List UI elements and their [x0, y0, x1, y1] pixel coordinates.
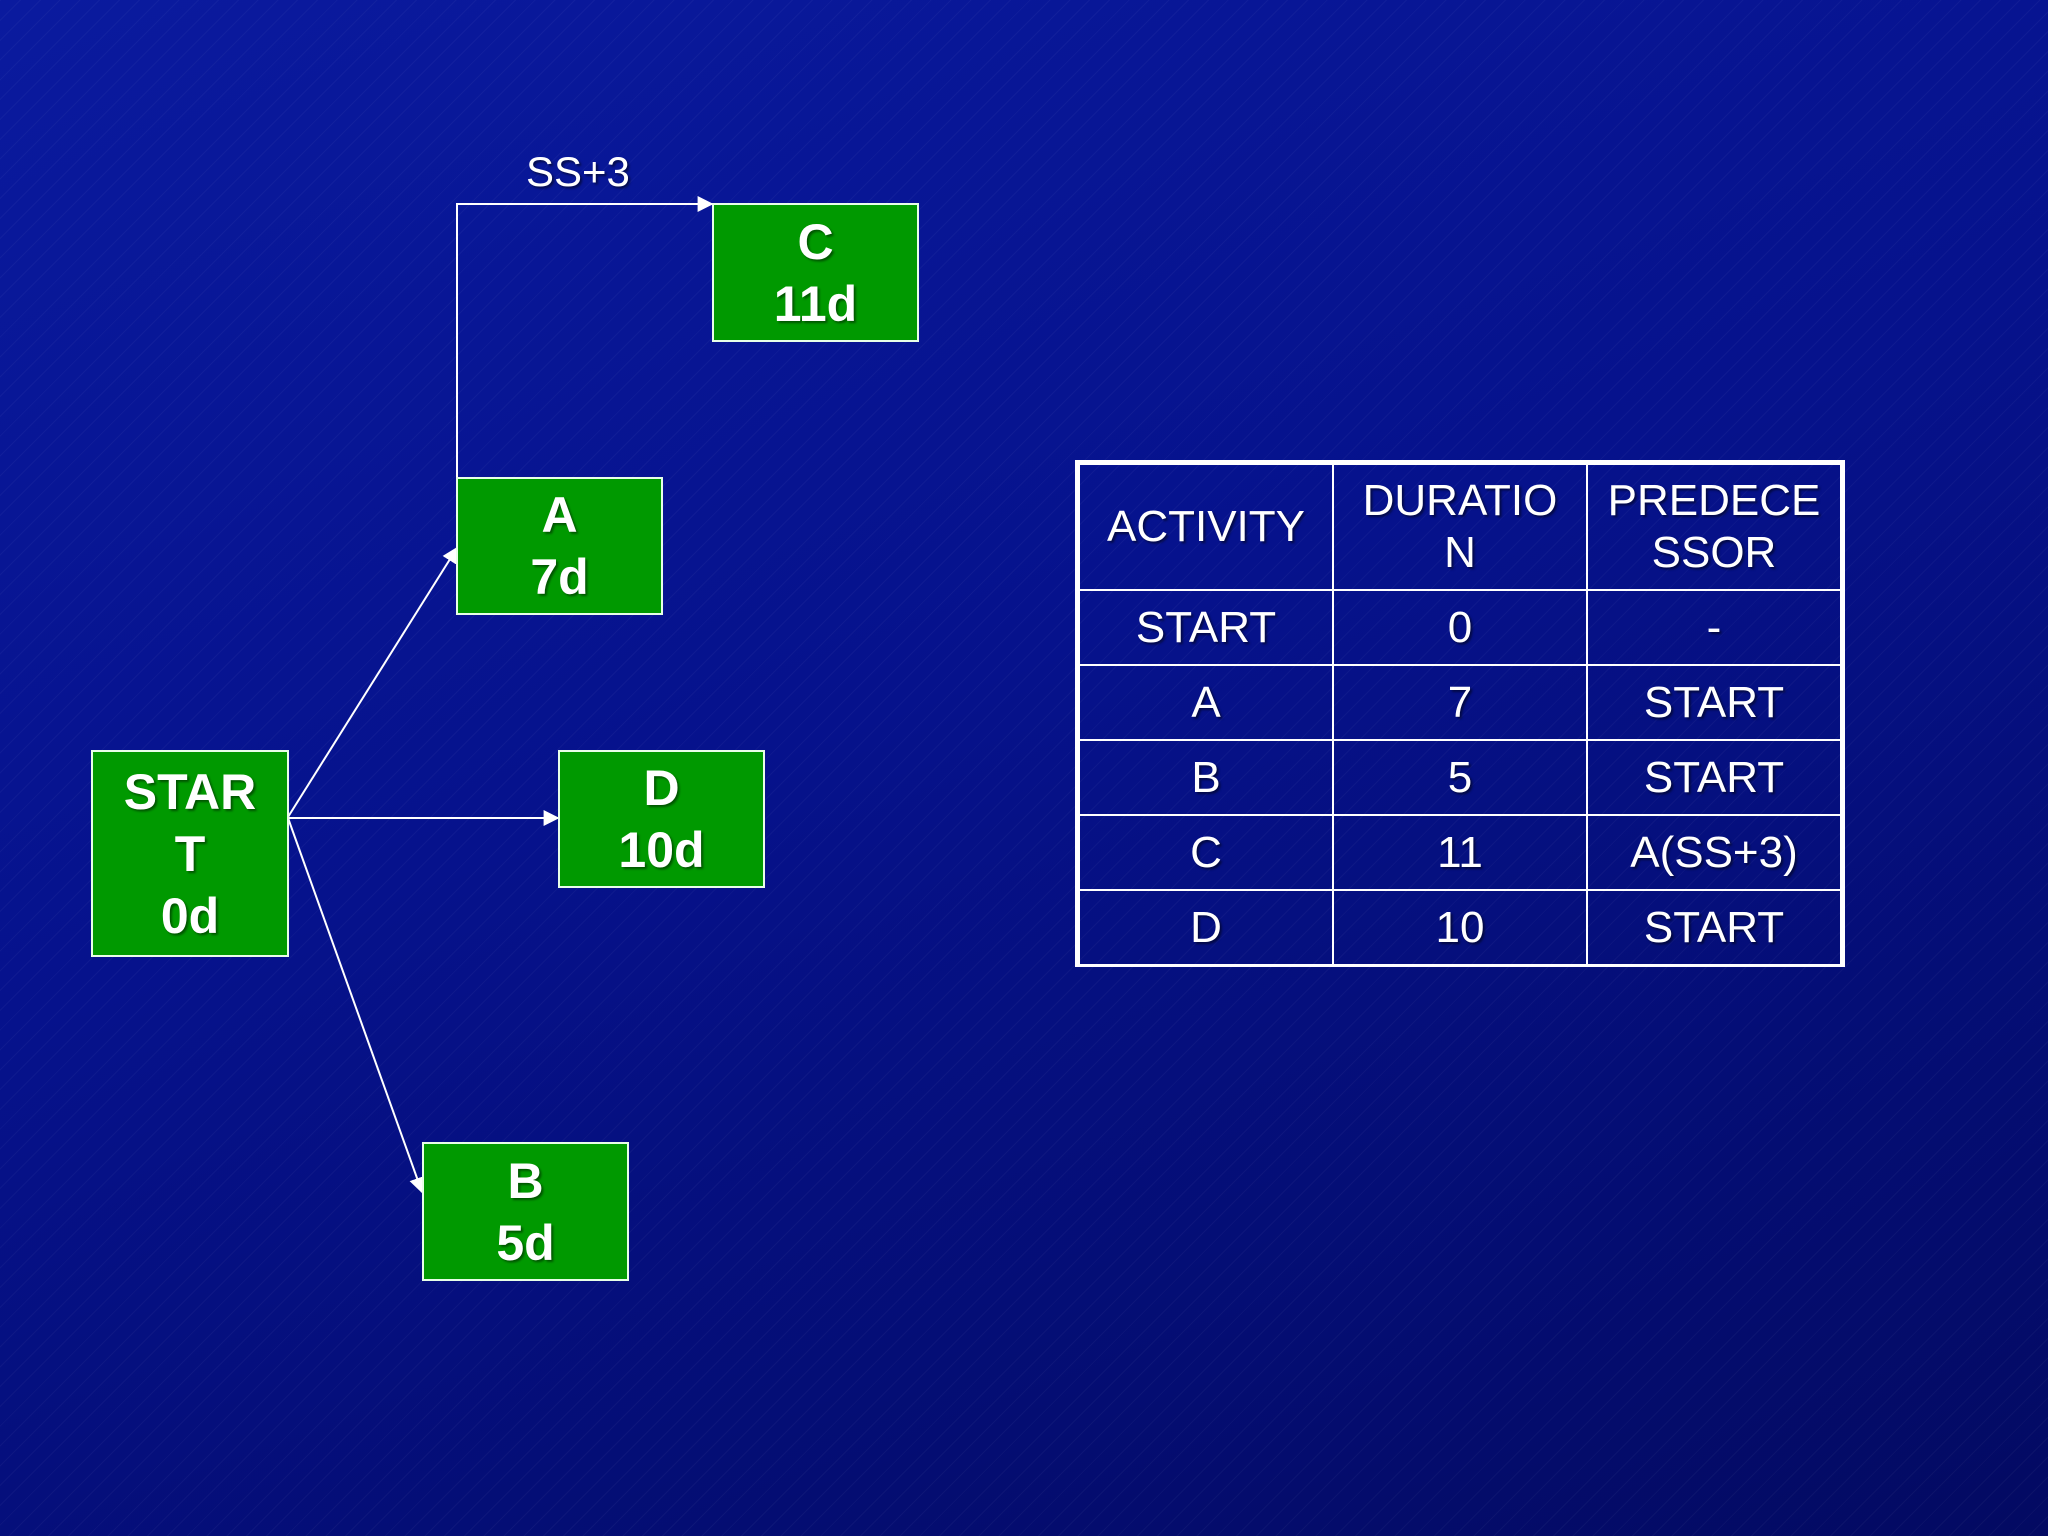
node-b-name: B	[507, 1152, 544, 1209]
node-d: D 10d	[558, 750, 765, 888]
node-d-name: D	[643, 760, 680, 816]
edge-start-to-a	[287, 546, 458, 818]
table-row: A 7 START	[1076, 664, 1844, 741]
node-b-duration: 5d	[496, 1214, 555, 1271]
activity-table: ACTIVITY DURATIO N PREDECE SSOR START 0 …	[1075, 460, 1845, 967]
cell-duration: 11	[1332, 814, 1588, 891]
cell-predecessor: -	[1586, 589, 1844, 666]
table-header-row: ACTIVITY DURATIO N PREDECE SSOR	[1076, 461, 1844, 591]
node-start: STAR T 0d	[91, 750, 289, 957]
node-b: B 5d	[422, 1142, 629, 1281]
edge-a-to-c-ss	[456, 196, 714, 478]
table-row: B 5 START	[1076, 739, 1844, 816]
header-predecessor-line2: SSOR	[1651, 528, 1777, 577]
header-duration-line2: N	[1444, 528, 1476, 577]
node-a-duration: 7d	[530, 549, 589, 605]
cell-duration: 0	[1332, 589, 1588, 666]
cell-duration: 5	[1332, 739, 1588, 816]
table-row: D 10 START	[1076, 889, 1844, 967]
cell-duration: 10	[1332, 889, 1588, 967]
cell-activity: A	[1076, 664, 1334, 741]
node-c-name: C	[797, 213, 834, 270]
header-predecessor-line1: PREDECE	[1607, 476, 1821, 525]
header-predecessor: PREDECE SSOR	[1586, 461, 1844, 591]
node-start-name: STAR	[123, 763, 257, 820]
cell-predecessor: START	[1586, 889, 1844, 967]
cell-duration: 7	[1332, 664, 1588, 741]
cell-activity: B	[1076, 739, 1334, 816]
node-a-name: A	[541, 487, 578, 543]
edge-start-to-b	[287, 817, 425, 1194]
node-a: A 7d	[456, 477, 663, 615]
header-duration: DURATIO N	[1332, 461, 1588, 591]
node-start-name-cont: T	[174, 825, 206, 882]
cell-activity: START	[1076, 589, 1334, 666]
cell-predecessor: START	[1586, 739, 1844, 816]
table-row: C 11 A(SS+3)	[1076, 814, 1844, 891]
cell-activity: C	[1076, 814, 1334, 891]
node-start-duration: 0d	[160, 887, 220, 944]
header-duration-line1: DURATIO	[1362, 476, 1558, 525]
cell-activity: D	[1076, 889, 1334, 967]
cell-predecessor: START	[1586, 664, 1844, 741]
edge-label-ss: SS+3	[526, 148, 630, 195]
cell-predecessor: A(SS+3)	[1586, 814, 1844, 891]
node-c: C 11d	[712, 203, 919, 342]
table-row: START 0 -	[1076, 589, 1844, 666]
header-activity: ACTIVITY	[1076, 461, 1334, 591]
node-c-duration: 11d	[773, 275, 858, 332]
header-activity-line1: ACTIVITY	[1106, 502, 1306, 551]
node-d-duration: 10d	[618, 822, 705, 878]
